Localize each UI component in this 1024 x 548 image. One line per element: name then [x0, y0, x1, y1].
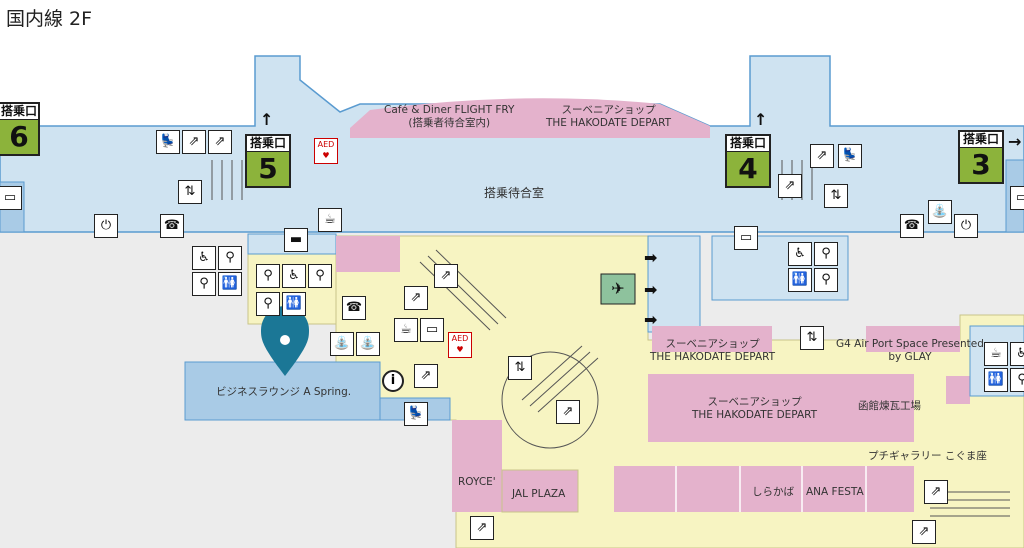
- royce-label: ROYCE': [458, 476, 496, 488]
- massage-chair-icon: 💺: [156, 130, 180, 154]
- restroom-icon: ⚲: [1010, 368, 1024, 392]
- escalator-icon: ⇗: [470, 516, 494, 540]
- escalator-icon: ⇗: [810, 144, 834, 168]
- escalator-icon: ⇗: [778, 174, 802, 198]
- escalator-icon: ⇗: [434, 264, 458, 288]
- restroom-icon: ⚲: [218, 246, 242, 270]
- restroom-icon: 🚻: [984, 368, 1008, 392]
- gate-3: 搭乗口 3: [958, 130, 1004, 184]
- escalator-icon: ⇗: [556, 400, 580, 424]
- escalator-icon: ⇗: [924, 480, 948, 504]
- smoking-room-icon: ☕: [984, 342, 1008, 366]
- elevator-icon: ⇅: [800, 326, 824, 350]
- arrow-right-icon: ➡: [644, 280, 658, 299]
- restroom-icon: ⚲: [256, 292, 280, 316]
- shops-row: [614, 466, 914, 512]
- escalator-icon: ⇗: [182, 130, 206, 154]
- shop-left: [336, 236, 400, 272]
- gate-5: 搭乗口 5: [245, 134, 291, 188]
- information-icon: i: [382, 370, 404, 392]
- computer-icon: ▭: [420, 318, 444, 342]
- elevator-icon: ⇅: [178, 180, 202, 204]
- shop-mid: [652, 326, 772, 352]
- restroom-icon: 🚻: [218, 272, 242, 296]
- waiting-room-label: 搭乗待合室: [484, 186, 545, 200]
- shop-main: [648, 374, 866, 442]
- gate-4: 搭乗口 4: [725, 134, 771, 188]
- arrow-up-icon: ↑: [260, 110, 274, 129]
- restroom-icon: ⚲: [256, 264, 280, 288]
- lounge-label: ビジネスラウンジ A Spring.: [216, 386, 352, 398]
- restroom-icon: ⚲: [192, 272, 216, 296]
- brick-factory: [866, 374, 914, 442]
- wheelchair-icon: ♿: [788, 242, 812, 266]
- wheelchair-icon: ♿: [282, 264, 306, 288]
- royce-shop: [452, 420, 502, 512]
- aed-icon: AED♥: [314, 138, 338, 164]
- arrow-up-icon: ↑: [754, 110, 768, 129]
- water-fountain-icon: ⛲: [356, 332, 380, 356]
- massage-chair-icon: 💺: [838, 144, 862, 168]
- jal-plaza: [501, 469, 579, 513]
- power-outlet-icon: ⏻: [94, 214, 118, 238]
- svg-text:✈: ✈: [611, 279, 624, 298]
- cafe-label: Café & Diner FLIGHT FRY (搭乗者待合室内): [384, 104, 515, 129]
- floor-title: 国内線 2F: [6, 8, 93, 30]
- computer-icon: ▭: [734, 226, 758, 250]
- smoking-room-icon: ▬: [284, 228, 308, 252]
- jal-plaza-label: JAL PLAZA: [512, 488, 566, 500]
- wheelchair-icon: ♿: [1010, 342, 1024, 366]
- restroom-icon: 🚻: [788, 268, 812, 292]
- smoking-room-icon: ☕: [394, 318, 418, 342]
- phone-icon: ☎: [900, 214, 924, 238]
- departure-board: [600, 273, 636, 305]
- smoking-room-icon: ☕: [318, 208, 342, 232]
- gallery-label: プチギャラリー こぐま座: [868, 450, 987, 462]
- water-fountain-icon: ⛲: [928, 200, 952, 224]
- escalator-icon: ⇗: [404, 286, 428, 310]
- escalator-icon: ⇗: [912, 520, 936, 544]
- escalator-icon: ⇗: [208, 130, 232, 154]
- arrow-right-icon: ➡: [644, 248, 658, 267]
- g4-space: [866, 326, 960, 352]
- restroom-icon: 🚻: [282, 292, 306, 316]
- souvenir-top-label: スーベニアショップ THE HAKODATE DEPART: [546, 104, 672, 129]
- souvenir-main-label: スーベニアショップ THE HAKODATE DEPART: [692, 396, 818, 421]
- phone-icon: ☎: [160, 214, 184, 238]
- escalator-icon: ⇗: [414, 364, 438, 388]
- restroom-icon: ⚲: [814, 268, 838, 292]
- shirakaba-label: しらかば: [752, 486, 794, 498]
- atrium-circle: [501, 351, 599, 449]
- massage-chair-icon: 💺: [404, 402, 428, 426]
- water-fountain-icon: ⛲: [330, 332, 354, 356]
- wheelchair-icon: ♿: [192, 246, 216, 270]
- phone-icon: ☎: [342, 296, 366, 320]
- aed-icon: AED♥: [448, 332, 472, 358]
- g4-label: G4 Air Port Space Presented by GLAY: [836, 338, 984, 363]
- power-outlet-icon: ⏻: [954, 214, 978, 238]
- elevator-icon: ⇅: [508, 356, 532, 380]
- restroom-icon: ⚲: [308, 264, 332, 288]
- arrow-right-icon: ➡: [644, 310, 658, 329]
- computer-icon: ▭: [1010, 186, 1024, 210]
- souvenir-mid-label: スーベニアショップ THE HAKODATE DEPART: [650, 338, 776, 363]
- waiting-area: [0, 55, 1024, 233]
- elevator-icon: ⇅: [824, 184, 848, 208]
- ana-festa-label: ANA FESTA: [806, 486, 864, 498]
- restroom-icon: ⚲: [814, 242, 838, 266]
- gate-6: 搭乗口 6: [0, 102, 40, 156]
- computer-icon: ▭: [0, 186, 22, 210]
- cafe-shop: [350, 98, 710, 138]
- arrow-right-icon: →: [1008, 132, 1022, 151]
- brick-label: 函館煉瓦工場: [858, 400, 921, 412]
